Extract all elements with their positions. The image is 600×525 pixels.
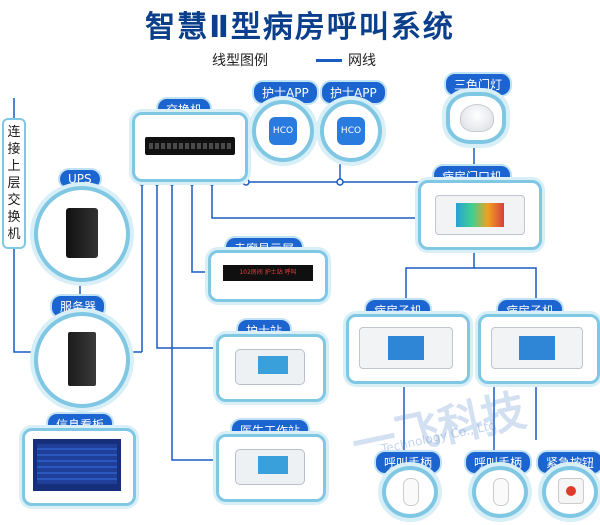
switch-device-icon <box>145 137 235 155</box>
info-board-panel <box>22 428 136 506</box>
door-unit-device-icon <box>435 195 525 235</box>
room-unit-device-icon <box>359 327 453 369</box>
handset-icon <box>403 478 419 506</box>
nurse-app-2-tag: 护士APP <box>322 82 385 103</box>
lamp-icon <box>460 104 494 132</box>
server-circle <box>34 312 130 408</box>
handset-2-tag: 呼叫手柄 <box>466 452 531 473</box>
room-unit-2-panel <box>478 314 600 384</box>
ups-circle <box>34 186 130 282</box>
wire-switch-corridor <box>191 182 208 273</box>
wire-switch-doctor-station <box>171 182 216 461</box>
emergency-button-circle <box>542 466 598 518</box>
info-board-screen <box>33 439 121 491</box>
phone-device-icon <box>235 349 305 385</box>
handset-icon <box>493 478 509 506</box>
nurse-app-2-circle: HCO <box>320 100 382 162</box>
app-icon: HCO <box>269 117 297 145</box>
room-unit-1-panel <box>346 314 470 384</box>
nurse-app-1-circle: HCO <box>252 100 314 162</box>
door-unit-panel <box>418 180 542 250</box>
room-unit-device-icon <box>491 327 583 369</box>
emergency-button-tag: 紧急按钮 <box>538 452 600 473</box>
legend-item-network-cable: 网线 <box>348 53 376 69</box>
handset-2-circle <box>472 466 528 518</box>
legend-line-swatch <box>316 59 342 62</box>
emergency-button-icon <box>558 478 584 504</box>
doctor-station-panel <box>216 434 326 502</box>
wire-switch-door <box>211 182 418 219</box>
upper-switch-label: 连接上层交换机 <box>2 118 26 249</box>
handset-1-circle <box>382 466 438 518</box>
phone-device-icon <box>235 449 305 485</box>
switch-panel <box>132 112 248 182</box>
page-title: 智慧Ⅱ型病房呼叫系统 <box>145 10 455 45</box>
nurse-station-panel <box>216 334 326 402</box>
corridor-display-screen: 102房间 护士站 呼叫 <box>223 265 313 281</box>
wire-door-room2 <box>474 267 537 300</box>
wire-door-room1 <box>405 246 475 300</box>
wire-switch-nurse-station <box>156 182 216 349</box>
handset-1-tag: 呼叫手柄 <box>376 452 441 473</box>
nurse-app-1-tag: 护士APP <box>254 82 317 103</box>
corridor-display-panel: 102房间 护士站 呼叫 <box>208 250 328 302</box>
server-tag: 服务器 <box>52 296 105 317</box>
app-icon: HCO <box>337 117 365 145</box>
ups-device-icon <box>66 208 98 258</box>
legend-prefix: 线型图例 <box>212 53 268 69</box>
tricolor-lamp-tag: 三色门灯 <box>446 74 511 95</box>
ups-tag: UPS <box>60 170 100 188</box>
server-device-icon <box>68 332 96 386</box>
tricolor-lamp-circle <box>446 92 506 144</box>
